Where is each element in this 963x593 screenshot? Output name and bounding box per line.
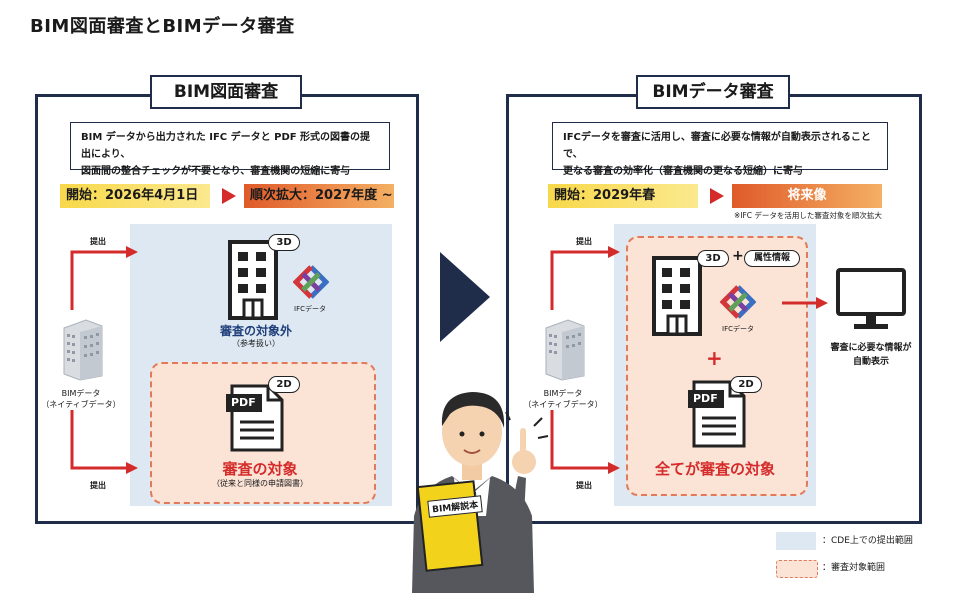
right-review-region bbox=[626, 236, 808, 496]
right-source-label-2: （ネイティブデータ） bbox=[523, 400, 603, 409]
right-submit-top: 提出 bbox=[576, 237, 592, 246]
monitor-label-1: 審査に必要な情報が bbox=[830, 343, 912, 353]
right-future-tag: 将来像 bbox=[732, 184, 882, 208]
left-ifc-logo-icon bbox=[293, 265, 329, 299]
left-submit-top: 提出 bbox=[90, 237, 106, 246]
left-start-tag: 開始：2026年4月1日 bbox=[60, 184, 210, 208]
left-expand-tag: 順次拡大：2027年度 ~ bbox=[244, 184, 394, 208]
left-panel-title: BIM図面審査 bbox=[150, 75, 302, 109]
left-desc-line1: BIM データから出力された IFC データと PDF 形式の図書の提出により、 bbox=[81, 132, 371, 160]
right-pdf-document-icon bbox=[688, 380, 746, 448]
right-plus-small: + bbox=[732, 248, 744, 264]
left-pdf-text: PDF bbox=[231, 396, 256, 409]
right-big-plus: + bbox=[706, 346, 723, 370]
left-in-scope-sub: （従来と同様の申請図書） bbox=[212, 479, 308, 488]
right-panel-title: BIMデータ審査 bbox=[636, 75, 790, 109]
monitor-label-2: 自動表示 bbox=[852, 357, 889, 367]
legend-review-swatch bbox=[776, 560, 818, 578]
monitor-icon bbox=[836, 268, 906, 329]
right-2d-badge: 2D bbox=[730, 376, 762, 393]
left-out-of-scope-sub: （参考扱い） bbox=[232, 339, 280, 348]
left-pdf-document-icon bbox=[226, 384, 284, 452]
right-ifc-label: IFCデータ bbox=[722, 325, 754, 333]
left-desc-line2: 図面間の整合チェックが不要となり、審査機関の短縮に寄与 bbox=[81, 166, 351, 177]
bim-native-building-icon bbox=[63, 319, 103, 381]
right-description: IFCデータを審査に活用し、審査に必要な情報が自動表示されることで、 更なる審査… bbox=[552, 122, 888, 177]
legend-cde-swatch bbox=[776, 532, 816, 550]
bim-native-building-icon bbox=[545, 319, 585, 381]
left-3d-badge: 3D bbox=[268, 234, 300, 251]
right-all-scope: 全てが審査の対象 bbox=[654, 460, 775, 478]
right-desc-line2: 更なる審査の効率化（審査機関の更なる短縮）に寄与 bbox=[563, 166, 803, 177]
left-source-label-2: （ネイティブデータ） bbox=[41, 400, 121, 409]
right-source-label-1: BIMデータ bbox=[543, 389, 583, 398]
left-flow-arrows bbox=[70, 246, 138, 474]
right-attr-badge: 属性情報 bbox=[744, 250, 800, 267]
presenter-illustration-icon bbox=[412, 392, 549, 593]
transition-chevron-icon bbox=[440, 252, 490, 342]
right-output-arrow bbox=[782, 297, 828, 309]
right-ifc-logo-icon bbox=[720, 285, 756, 319]
left-building-icon bbox=[228, 240, 278, 320]
right-desc-line1: IFCデータを審査に活用し、審査に必要な情報が自動表示されることで、 bbox=[563, 132, 871, 160]
right-submit-bottom: 提出 bbox=[576, 481, 592, 490]
timeline-arrow-icon bbox=[222, 188, 236, 204]
page-title: BIM図面審査とBIMデータ審査 bbox=[30, 16, 295, 37]
left-description: BIM データから出力された IFC データと PDF 形式の図書の提出により、… bbox=[70, 122, 390, 177]
right-pdf-text: PDF bbox=[693, 392, 718, 405]
left-2d-badge: 2D bbox=[268, 376, 300, 393]
right-building-icon bbox=[652, 256, 702, 336]
left-source-label-1: BIMデータ bbox=[61, 389, 101, 398]
left-out-of-scope: 審査の対象外 bbox=[219, 324, 292, 338]
right-flow-arrows bbox=[550, 246, 620, 474]
right-3d-badge: 3D bbox=[697, 250, 729, 267]
legend-review-label: ：審査対象範囲 bbox=[822, 563, 886, 573]
legend-cde-label: ：CDE上での提出範囲 bbox=[822, 536, 913, 546]
left-ifc-label: IFCデータ bbox=[294, 305, 326, 313]
right-start-tag: 開始：2029年春 bbox=[548, 184, 698, 208]
left-in-scope: 審査の対象 bbox=[222, 460, 298, 478]
timeline-arrow-icon bbox=[710, 188, 724, 204]
left-submit-bottom: 提出 bbox=[90, 481, 106, 490]
right-future-note: ※IFC データを活用した審査対象を順次拡大 bbox=[734, 211, 882, 220]
